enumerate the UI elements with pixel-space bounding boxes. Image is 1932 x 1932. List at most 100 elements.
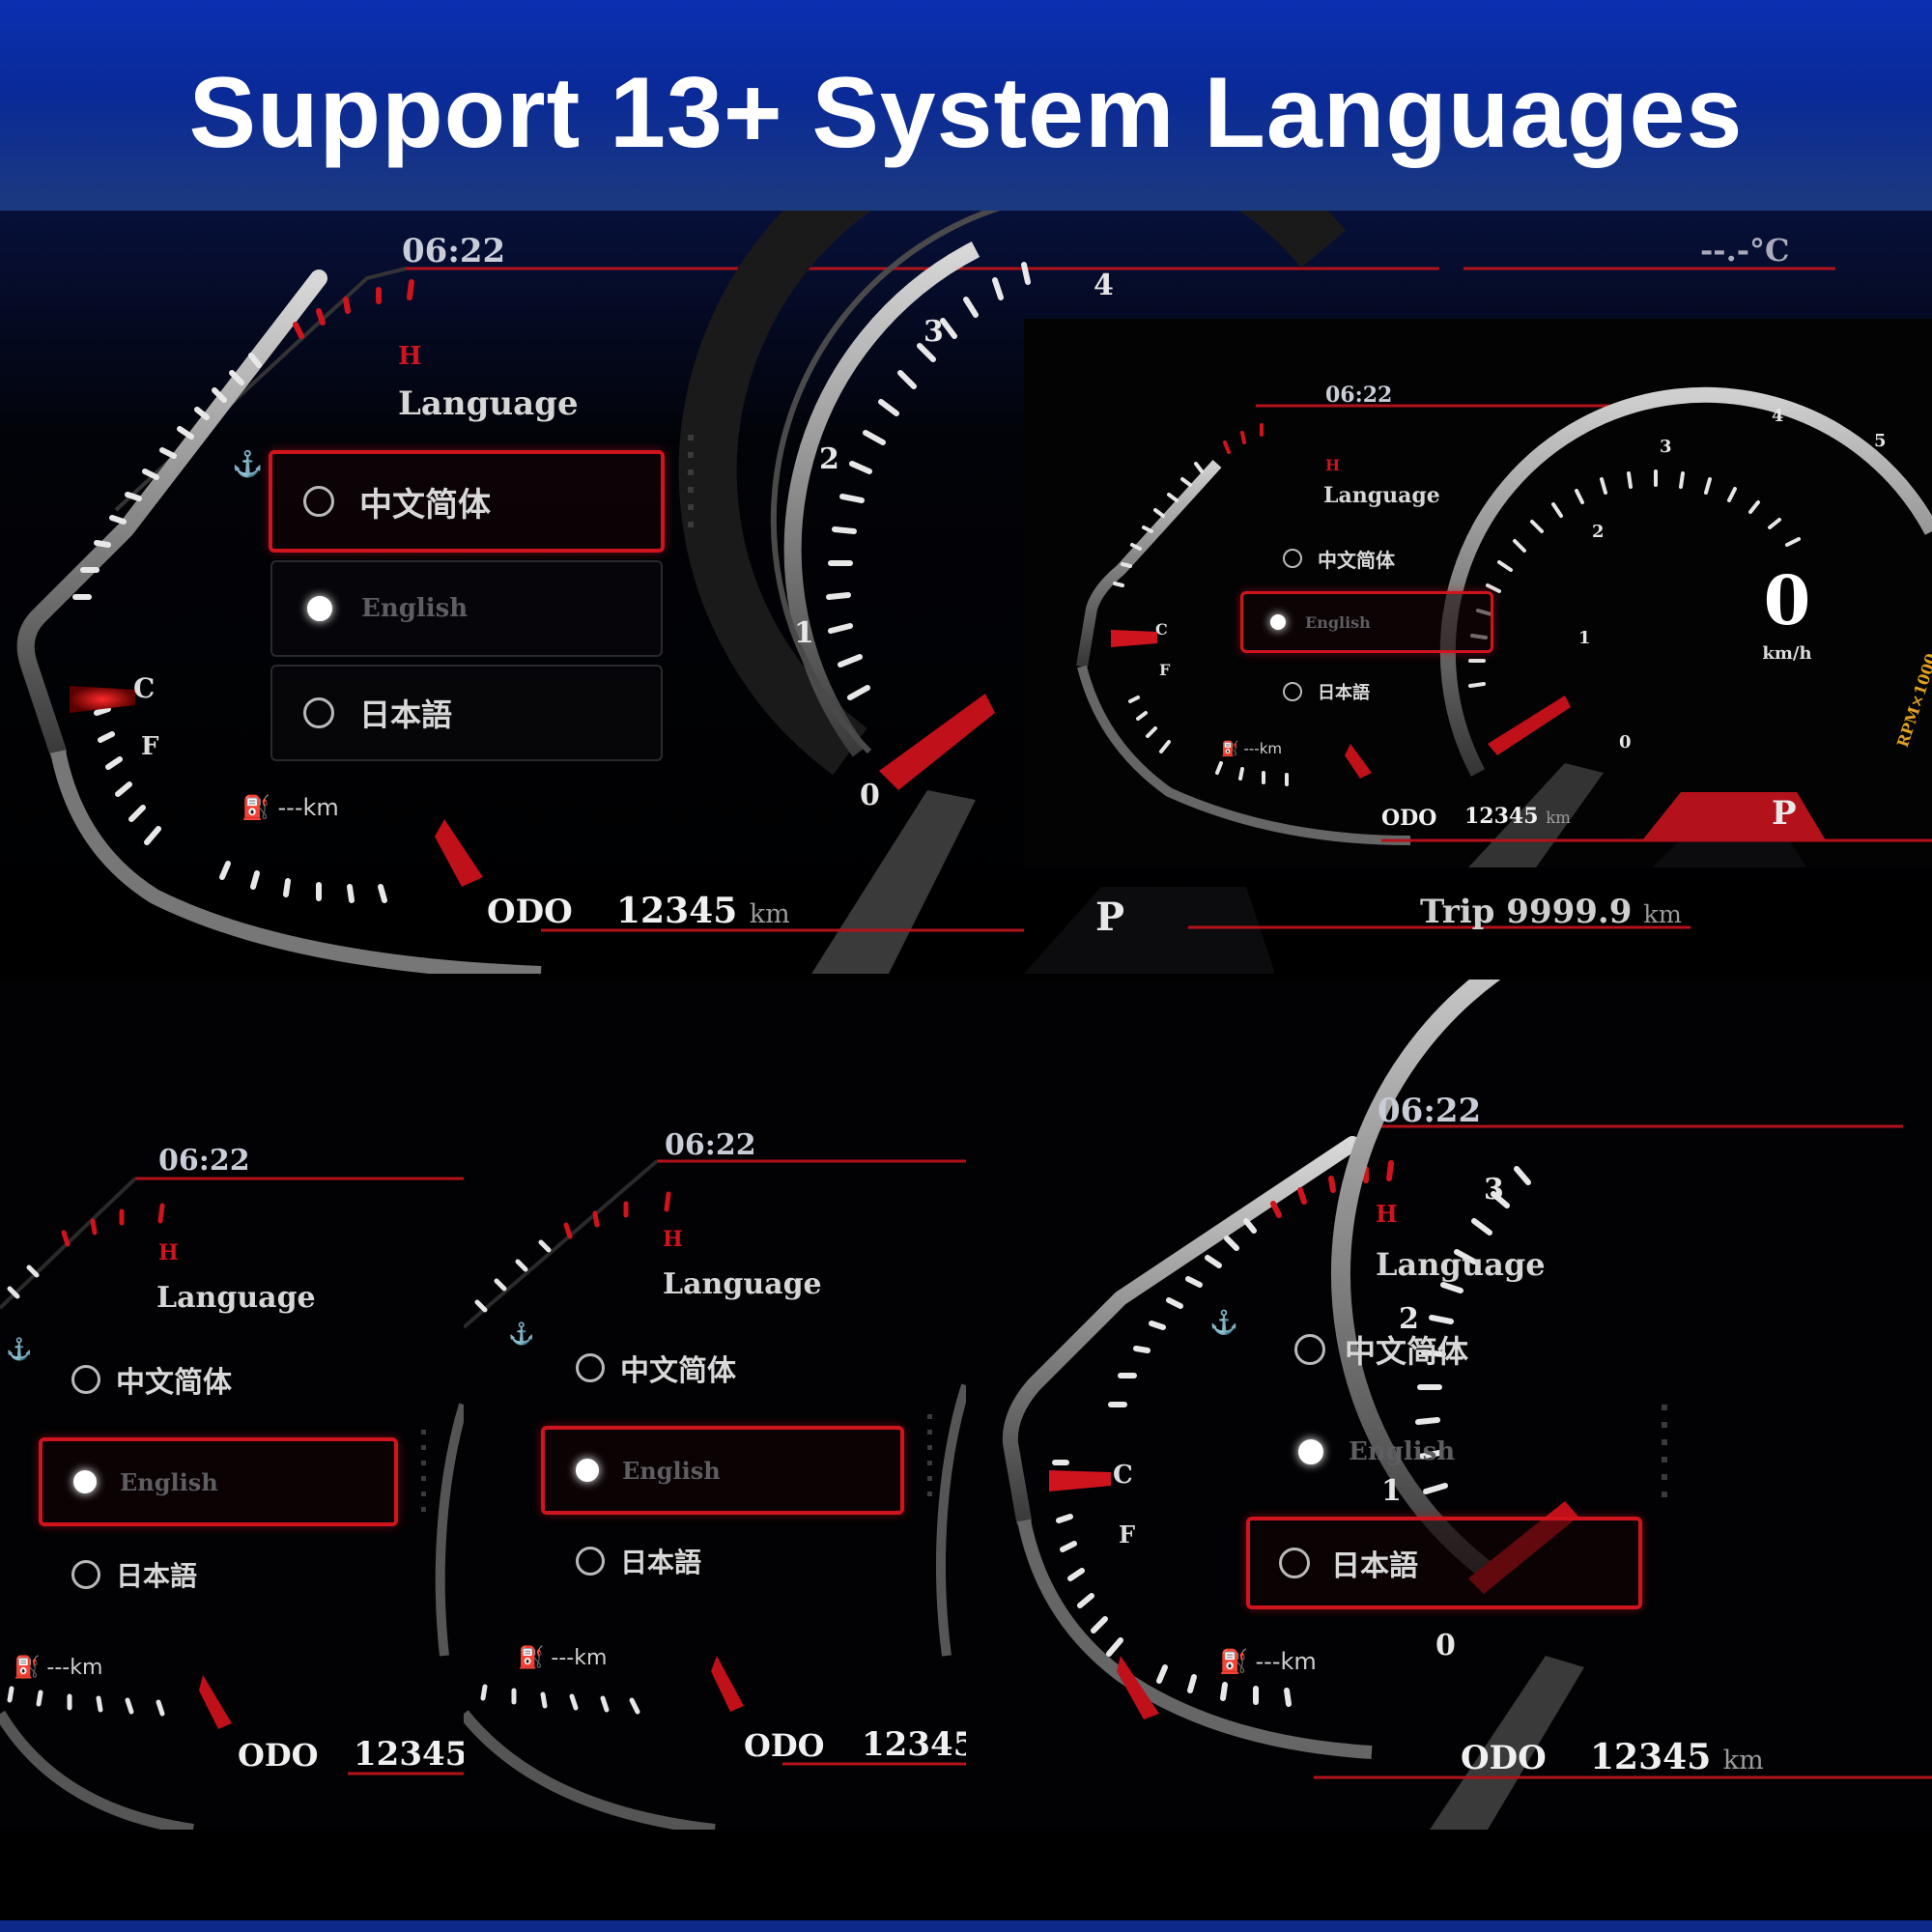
trip-value: 9999.9 <box>1506 893 1633 931</box>
language-option-japanese-d[interactable]: 日本語 <box>553 1522 920 1600</box>
cluster-screen-japanese: 06:22 H C F ⚓ Language 中文简体 English 日本語 … <box>966 980 1932 1830</box>
clock-display-c: 06:22 <box>158 1144 250 1178</box>
option-label-english-d: English <box>622 1456 721 1485</box>
option-label-chinese-d: 中文简体 <box>620 1354 736 1388</box>
fuel-range-c: ⛽ ---km <box>14 1656 102 1680</box>
option-label-english-c: English <box>120 1467 218 1496</box>
radio-english-d[interactable] <box>576 1459 599 1482</box>
gear-indicator: P <box>1095 895 1125 940</box>
radio-chinese-e[interactable] <box>1294 1334 1325 1365</box>
clock-display-inset: 06:22 <box>1325 383 1393 408</box>
radio-english-inset[interactable] <box>1270 614 1286 630</box>
speed-unit: km/h <box>1762 643 1812 664</box>
radio-japanese[interactable] <box>303 697 334 728</box>
cluster-gauge-graphics <box>16 211 1835 974</box>
temp-hot-label: H <box>398 342 422 371</box>
tach-number-0-inset: 0 <box>1619 732 1632 753</box>
option-label-japanese-e: 日本語 <box>1331 1549 1418 1583</box>
tach-number-2: 2 <box>819 442 839 476</box>
fuel-range-value-c: ---km <box>46 1656 103 1680</box>
radio-chinese-d[interactable] <box>576 1353 605 1382</box>
banner-title: Support 13+ System Languages <box>188 57 1744 169</box>
cluster-screen-english-small-1: 06:22 H ⚓ Language 中文简体 English 日本語 ⛽ --… <box>0 980 464 1830</box>
radio-chinese-c[interactable] <box>71 1365 100 1394</box>
language-menu-title: Language <box>398 384 579 423</box>
radio-english-c[interactable] <box>73 1470 97 1493</box>
odo-unit-e: km <box>1722 1746 1764 1776</box>
tach-number-4-inset: 4 <box>1772 406 1784 426</box>
tach-number-0-e: 0 <box>1435 1629 1456 1662</box>
option-label-japanese-c: 日本語 <box>116 1560 198 1592</box>
language-option-english[interactable]: English <box>270 560 663 657</box>
language-option-chinese-inset[interactable]: 中文简体 <box>1260 531 1511 585</box>
clock-display-d: 06:22 <box>665 1128 756 1162</box>
radio-japanese-e[interactable] <box>1279 1548 1310 1578</box>
language-option-english-inset[interactable]: English <box>1240 591 1493 653</box>
fuel-range-value-inset: ---km <box>1243 740 1282 757</box>
temp-hot-label-inset: H <box>1325 456 1341 474</box>
fuel-full-label-e: F <box>1119 1520 1136 1548</box>
trip-unit: km <box>1643 900 1682 929</box>
radio-chinese-inset[interactable] <box>1283 549 1302 568</box>
tach-number-2-e: 2 <box>1399 1302 1419 1336</box>
tach-number-2-inset: 2 <box>1592 522 1605 542</box>
outside-temperature: --.-°C <box>1700 232 1790 269</box>
coolant-icon-c: ⚓ <box>6 1337 33 1362</box>
bottom-accent-bar <box>0 1920 1932 1932</box>
language-menu-title-d: Language <box>663 1267 822 1301</box>
language-option-chinese[interactable]: 中文简体 <box>269 450 665 553</box>
odo-value-e: 12345 <box>1590 1737 1712 1777</box>
tach-number-5-inset: 5 <box>1874 431 1887 451</box>
cluster-screen-english-inset: 06:22 H C F Language 中文简体 English 日本語 ⛽ … <box>1024 319 1932 867</box>
language-option-english-d[interactable]: English <box>541 1426 904 1515</box>
gear-indicator-inset: P <box>1772 794 1797 833</box>
tach-number-1-e: 1 <box>1381 1474 1402 1508</box>
language-option-chinese-c[interactable]: 中文简体 <box>48 1341 406 1418</box>
fuel-range-inset: ⛽ ---km <box>1221 740 1282 757</box>
odo-reading-e: 12345 km <box>1590 1737 1764 1777</box>
language-option-japanese-inset[interactable]: 日本語 <box>1260 665 1511 719</box>
temp-hot-label-e: H <box>1376 1200 1398 1228</box>
radio-japanese-inset[interactable] <box>1283 682 1302 701</box>
language-option-chinese-e[interactable]: 中文简体 <box>1267 1306 1673 1393</box>
temp-hot-label-c: H <box>158 1240 179 1265</box>
temp-cold-label-e: C <box>1113 1461 1133 1490</box>
fuel-pump-icon-c: ⛽ <box>14 1656 47 1680</box>
language-option-english-e[interactable]: English <box>1267 1408 1673 1495</box>
banner-header: Support 13+ System Languages <box>0 0 1932 211</box>
tach-number-4: 4 <box>1094 269 1114 302</box>
odo-label-e: ODO <box>1461 1739 1547 1777</box>
language-menu-title-e: Language <box>1376 1246 1546 1283</box>
language-option-japanese[interactable]: 日本語 <box>270 665 663 761</box>
fuel-range-e: ⛽ ---km <box>1219 1648 1317 1675</box>
option-label-english-inset: English <box>1305 612 1371 632</box>
fuel-full-label: F <box>141 732 159 761</box>
radio-japanese-c[interactable] <box>71 1560 100 1589</box>
option-label-japanese-d: 日本語 <box>620 1547 702 1578</box>
language-option-japanese-e[interactable]: 日本語 <box>1246 1517 1642 1609</box>
language-option-japanese-c[interactable]: 日本語 <box>48 1536 406 1613</box>
trip-label: Trip <box>1420 893 1495 931</box>
option-label-chinese: 中文简体 <box>359 485 491 525</box>
option-label-chinese-e: 中文简体 <box>1345 1333 1469 1370</box>
cluster-gauge-graphics-c <box>0 1177 464 1830</box>
radio-chinese[interactable] <box>303 486 334 517</box>
radio-english[interactable] <box>307 596 332 621</box>
clock-display-e: 06:22 <box>1378 1092 1482 1130</box>
radio-japanese-d[interactable] <box>576 1547 605 1576</box>
temp-cold-label-inset: C <box>1155 620 1168 639</box>
language-option-chinese-d[interactable]: 中文简体 <box>553 1329 920 1406</box>
option-label-japanese: 日本語 <box>359 696 453 733</box>
option-label-english-e: English <box>1349 1437 1456 1466</box>
language-option-english-c[interactable]: English <box>39 1437 398 1526</box>
odo-value-inset: 12345 <box>1464 804 1539 829</box>
tach-number-1: 1 <box>794 616 814 650</box>
radio-english-e[interactable] <box>1298 1439 1323 1464</box>
language-menu-title-c: Language <box>156 1281 316 1315</box>
fuel-pump-icon-inset: ⛽ <box>1221 740 1244 757</box>
tach-number-0: 0 <box>860 779 880 812</box>
tach-number-3: 3 <box>923 315 944 349</box>
clock-display: 06:22 <box>402 232 506 270</box>
cluster-gauge-graphics-d <box>464 1159 966 1830</box>
fuel-pump-icon: ⛽ <box>242 794 278 821</box>
